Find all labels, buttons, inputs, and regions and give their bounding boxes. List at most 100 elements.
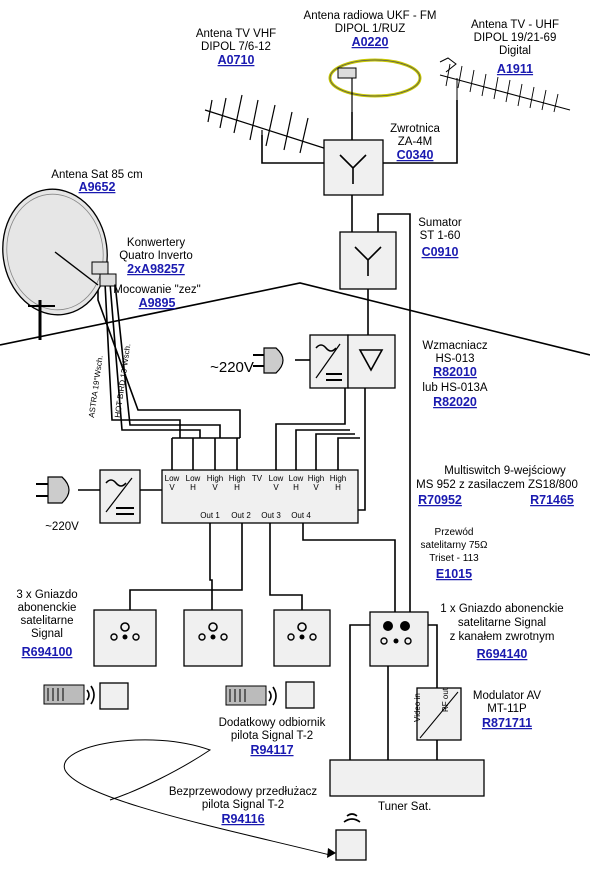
- combiner-box: [339, 231, 397, 290]
- multiswitch-box: [161, 469, 359, 524]
- video-in-label: Video in: [413, 693, 422, 722]
- remote-extender-right-icon: [225, 685, 277, 706]
- multiswitch-label-2: MS 952 z zasilaczem ZS18/800: [416, 479, 578, 491]
- multiswitch-input-label: High: [229, 474, 245, 483]
- uhf-label-2: DIPOL 19/21-69: [474, 32, 557, 44]
- sockets3-label-4: Signal: [31, 628, 63, 640]
- multiswitch-output-label: Out 4: [291, 511, 311, 520]
- satellite-dish-icon: [2, 188, 108, 340]
- astra-label: ASTRA 19°Wsch.: [87, 355, 105, 418]
- voltage-top-label: ~220V: [210, 359, 254, 376]
- multiswitch-input-label: Low: [289, 474, 304, 483]
- extra-receiver-label-2: pilota Signal T-2: [231, 730, 313, 742]
- multiswitch-code-link-1[interactable]: R70952: [418, 493, 462, 507]
- amplifier-box: [309, 334, 396, 389]
- amplifier-code-link[interactable]: R82010: [433, 365, 477, 379]
- sat-antenna-label: Antena Sat 85 cm: [51, 169, 142, 181]
- amplifier-label-2: HS-013: [436, 353, 475, 365]
- diplexer-box: [323, 139, 384, 196]
- cable-label-2: satelitarny 75Ω: [421, 540, 488, 551]
- extender-target-box: [335, 829, 367, 861]
- text-labels: Antena TV VHF DIPOL 7/6-12 A0710 Antena …: [16, 10, 578, 826]
- extra-receiver-code-link[interactable]: R94117: [250, 743, 293, 757]
- fm-label-2: DIPOL 1/RUZ: [335, 23, 406, 35]
- lnb-label-2: Quatro Inverto: [119, 250, 193, 262]
- sockets3-code-link[interactable]: R694100: [22, 645, 73, 659]
- sockets3-label-1: 3 x Gniazdo: [16, 589, 77, 601]
- multiswitch-input-label: TV: [252, 474, 263, 483]
- uhf-label-3: Digital: [499, 45, 531, 57]
- tuner-box: [329, 759, 485, 797]
- vhf-antenna-icon: [204, 94, 331, 154]
- extender-receiver-box-left: [99, 682, 129, 710]
- multiswitch-input-label: V: [273, 483, 279, 492]
- multiswitch-input-label: H: [293, 483, 299, 492]
- roof-line: [0, 282, 590, 356]
- multiswitch-code-link-2[interactable]: R71465: [530, 493, 574, 507]
- wiring: [78, 100, 458, 760]
- combiner-code-link[interactable]: C0910: [422, 245, 459, 259]
- socket-1: [93, 609, 157, 667]
- amplifier-alt-code-link[interactable]: R82020: [433, 395, 477, 409]
- uhf-antenna-icon: [439, 57, 571, 113]
- multiswitch-label-1: Multiswitch 9-wejściowy: [444, 465, 566, 477]
- combiner-label-2: ST 1-60: [420, 230, 461, 242]
- multiswitch-input-label: Low: [269, 474, 284, 483]
- fm-code-link[interactable]: A0220: [352, 35, 389, 49]
- multiswitch-input-label: Low: [165, 474, 180, 483]
- vhf-label-2: DIPOL 7/6-12: [201, 41, 271, 53]
- socket1-label-2: satelitarne Signal: [458, 617, 546, 629]
- amplifier-alt-label: lub HS-013A: [422, 382, 488, 394]
- extender-signal-icon: [343, 813, 361, 823]
- extra-receiver-box: [285, 681, 315, 709]
- mount-label: Mocowanie "zez": [113, 284, 200, 296]
- mount-code-link[interactable]: A9895: [139, 296, 176, 310]
- voltage-bottom-label: ~220V: [45, 521, 79, 533]
- diplexer-label-2: ZA-4M: [398, 136, 433, 148]
- power-plug-top-icon: [253, 347, 284, 374]
- cable-label-1: Przewód: [435, 527, 474, 538]
- wireless-arrow-icon: [327, 848, 336, 858]
- multiswitch-psu-box: [99, 469, 141, 524]
- multiswitch-input-label: V: [212, 483, 218, 492]
- sockets3-label-2: abonenckie: [18, 602, 77, 614]
- diplexer-code-link[interactable]: C0340: [397, 148, 434, 162]
- sockets3-label-3: satelitarne: [20, 615, 73, 627]
- multiswitch-input-label: H: [335, 483, 341, 492]
- multiswitch-output-label: Out 2: [231, 511, 251, 520]
- sat-antenna-code-link[interactable]: A9652: [79, 180, 116, 194]
- remote-extender-left-icon: [43, 684, 95, 705]
- rf-out-label: RF out: [441, 687, 450, 712]
- fm-antenna-icon: [328, 58, 422, 112]
- socket-3: [273, 609, 331, 667]
- diplexer-label-1: Zwrotnica: [390, 123, 440, 135]
- multiswitch-input-label: H: [190, 483, 196, 492]
- amplifier-label-1: Wzmacniacz: [422, 340, 487, 352]
- socket-return-channel: [369, 611, 429, 667]
- vhf-code-link[interactable]: A0710: [218, 53, 255, 67]
- uhf-label-1: Antena TV - UHF: [471, 19, 559, 31]
- extender-label-1: Bezprzewodowy przedłużacz: [169, 786, 318, 798]
- extra-receiver-label-1: Dodatkowy odbiornik: [219, 717, 326, 729]
- wireless-link-path: [63, 739, 331, 856]
- extender-code-link[interactable]: R94116: [221, 812, 264, 826]
- extender-label-2: pilota Signal T-2: [202, 799, 284, 811]
- modulator-label-1: Modulator AV: [473, 690, 542, 702]
- uhf-code-link[interactable]: A1911: [497, 62, 533, 76]
- modulator-box: Video in RF out: [413, 687, 462, 741]
- multiswitch-input-label: V: [169, 483, 175, 492]
- combiner-label-1: Sumator: [418, 217, 462, 229]
- modulator-code-link[interactable]: R871711: [482, 716, 532, 730]
- tuner-label: Tuner Sat.: [378, 801, 431, 813]
- lnb-label-1: Konwertery: [127, 237, 185, 249]
- socket1-code-link[interactable]: R694140: [477, 647, 528, 661]
- socket1-label-3: z kanałem zwrotnym: [450, 631, 555, 643]
- lnb-icon: [91, 261, 117, 287]
- lnb-code-link[interactable]: 2xA98257: [127, 262, 185, 276]
- cable-code-link[interactable]: E1015: [436, 567, 472, 581]
- multiswitch-input-label: High: [330, 474, 346, 483]
- cable-label-3: Triset - 113: [429, 553, 479, 564]
